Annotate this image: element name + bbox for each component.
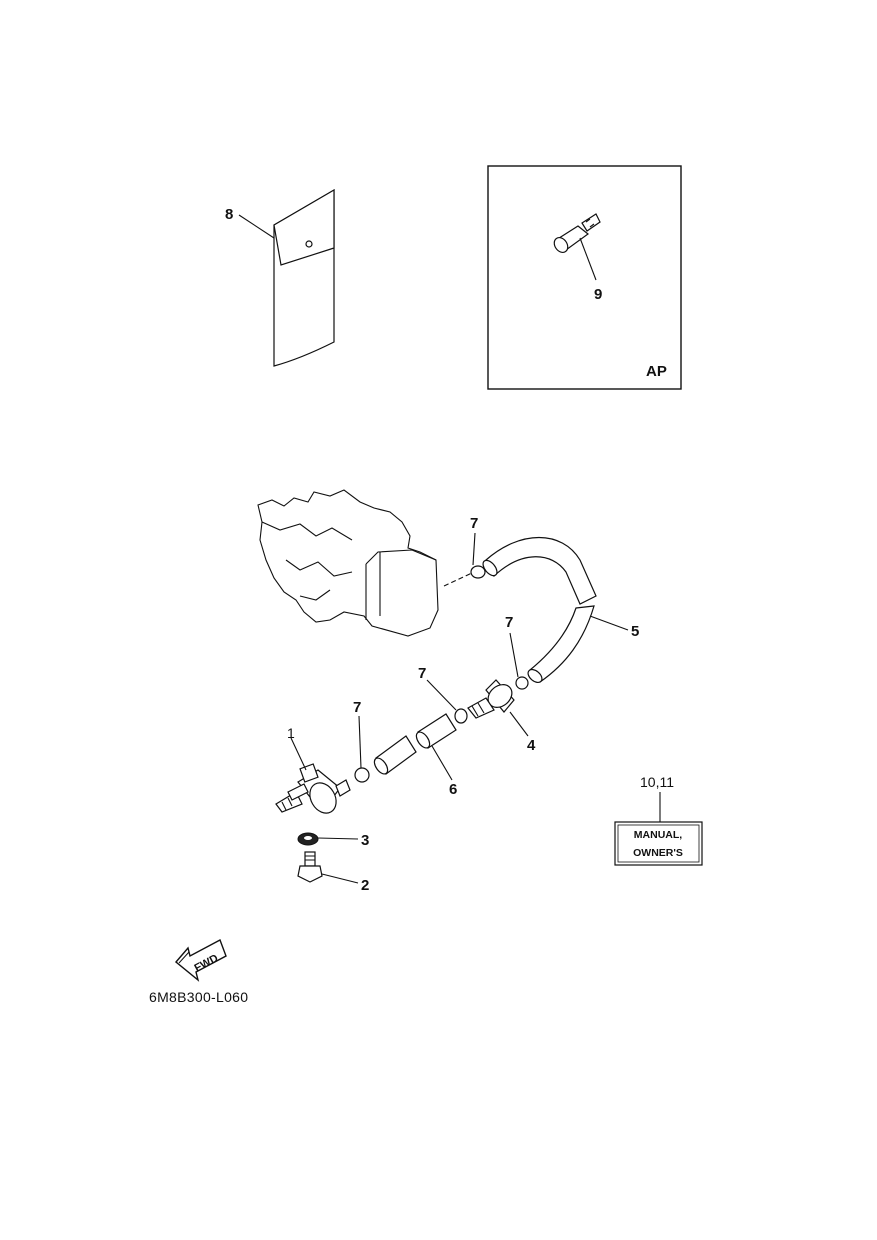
callout-9: 9 <box>594 286 602 303</box>
callout-5: 5 <box>631 623 639 640</box>
fuel-joint-part-1 <box>275 737 351 814</box>
hose-clip-7c <box>426 679 468 724</box>
hose-clip-7b <box>509 632 529 690</box>
manual-label-line1: MANUAL, <box>634 829 682 841</box>
document-bag-part-8 <box>238 188 335 367</box>
washer-part-3 <box>297 832 359 846</box>
fitting-part-9 <box>553 213 601 281</box>
hose-clip-7a <box>470 532 486 579</box>
callout-7a: 7 <box>470 515 478 532</box>
hose-part-6 <box>373 713 457 781</box>
hose-clip-7d <box>354 715 370 783</box>
fwd-arrow-icon: FWD <box>175 939 227 982</box>
callout-3: 3 <box>361 832 369 849</box>
callout-1: 1 <box>287 725 295 741</box>
callout-10-11: 10,11 <box>640 774 674 790</box>
drawing-code: 6M8B300-L060 <box>149 989 248 1005</box>
hose-part-5 <box>482 536 629 684</box>
callout-7b: 7 <box>505 614 513 631</box>
callout-7c: 7 <box>418 665 426 682</box>
callout-8: 8 <box>225 206 233 223</box>
inset-label: AP <box>646 363 667 380</box>
manual-label-line2: OWNER'S <box>633 847 683 859</box>
inset-frame <box>487 165 682 390</box>
callout-7d: 7 <box>353 699 361 716</box>
bolt-part-2 <box>297 851 359 884</box>
callout-2: 2 <box>361 877 369 894</box>
callout-6: 6 <box>449 781 457 798</box>
connector-part-4 <box>467 679 529 737</box>
owners-manual-label: MANUAL, OWNER'S <box>614 821 703 866</box>
callout-4: 4 <box>527 737 536 754</box>
engine-outline <box>257 489 475 637</box>
